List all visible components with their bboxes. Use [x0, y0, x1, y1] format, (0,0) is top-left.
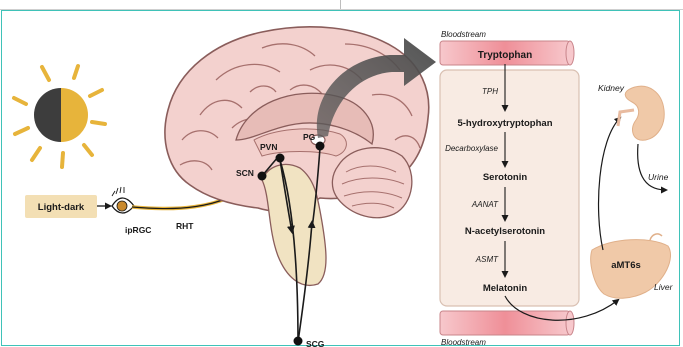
decarboxylase-enzyme-label: Decarboxylase: [445, 144, 498, 153]
bloodstream-bottom-cap: [566, 311, 574, 335]
scn-label: SCN: [236, 168, 254, 178]
hydroxytryptophan-label: 5-hydroxytryptophan: [457, 118, 552, 129]
tryptophan-label: Tryptophan: [478, 50, 532, 61]
bloodstream-top-cap: [566, 41, 574, 65]
liver-label: Liver: [654, 282, 674, 292]
asmt-enzyme-label: ASMT: [475, 255, 499, 264]
scg-label: SCG: [306, 339, 325, 347]
bloodstream-bottom-bar: [440, 311, 570, 335]
melatonin-label: Melatonin: [483, 283, 528, 294]
aanat-enzyme-label: AANAT: [471, 200, 499, 209]
tph-enzyme-label: TPH: [482, 87, 498, 96]
iprgc-label: ipRGC: [125, 225, 151, 235]
eye-icon: [112, 187, 134, 213]
arrow-kidney-to-urine: [638, 144, 666, 190]
bloodstream-bottom-label: Bloodstream: [441, 338, 486, 347]
pvn-label: PVN: [260, 142, 277, 152]
acetylserotonin-label: N-acetylserotonin: [465, 226, 545, 237]
pinealocyte-panel: [440, 70, 579, 306]
light-dark-label: Light-dark: [38, 202, 85, 213]
rht-label: RHT: [176, 221, 194, 231]
arrow-liver-to-kidney: [599, 118, 620, 250]
serotonin-label: Serotonin: [483, 172, 528, 183]
sun-moon-icon: [14, 66, 105, 167]
kidney-icon: [618, 86, 664, 140]
urine-label: Urine: [648, 172, 669, 182]
amt6s-label: aMT6s: [611, 260, 641, 271]
kidney-label: Kidney: [598, 83, 625, 93]
pg-label: PG: [303, 132, 316, 142]
bloodstream-top-label: Bloodstream: [441, 30, 486, 39]
